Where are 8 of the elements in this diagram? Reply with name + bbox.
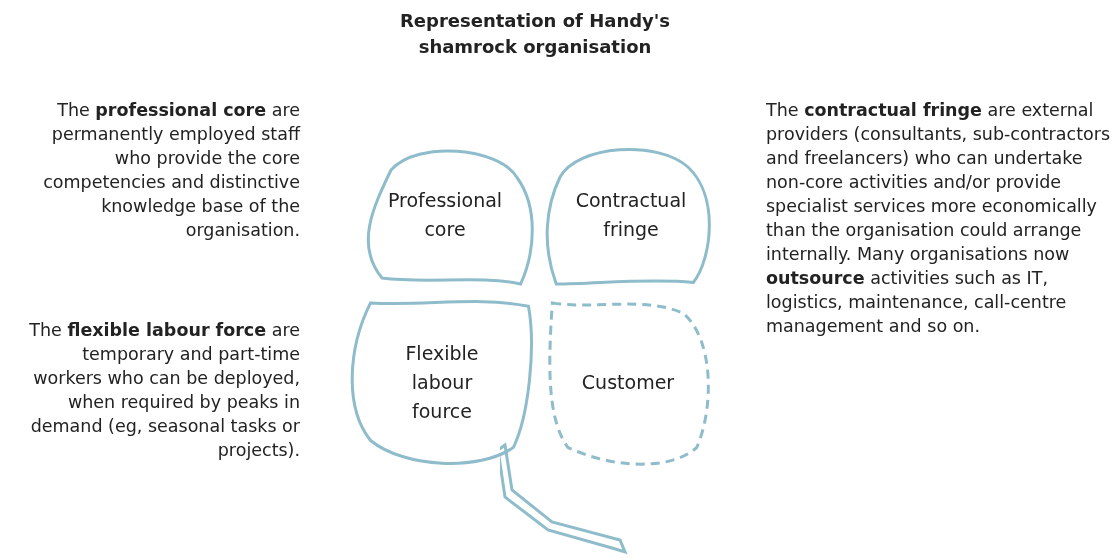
description-paragraph: The flexible labour force are temporary and part-time workers who can be deployed, when required by peaks in demand (eg, seasonal tasks or projects). (28, 319, 300, 462)
leaf-label: Contractual fringe (574, 188, 688, 242)
leaf-label: Flexible labour fource (404, 340, 480, 424)
description-paragraph: The contractual fringe are external providers (consultants, sub-contractors and freelancers) who can undertake non-core activities and/or provide specialist services more economically than the organisation could arrange internally. Many organisations now outsource activities such as IT, logistics, maintenance, call-centre management and so on. (766, 99, 1111, 338)
leaf-label: Professional core (386, 188, 504, 242)
description-paragraph: The professional core are permanently employed staff who provide the core competencies and distinctive knowledge base of the organisation. (42, 99, 300, 242)
leaf-label: Customer (581, 369, 675, 395)
diagram-title: Representation of Handy's shamrock organisation (398, 9, 672, 59)
